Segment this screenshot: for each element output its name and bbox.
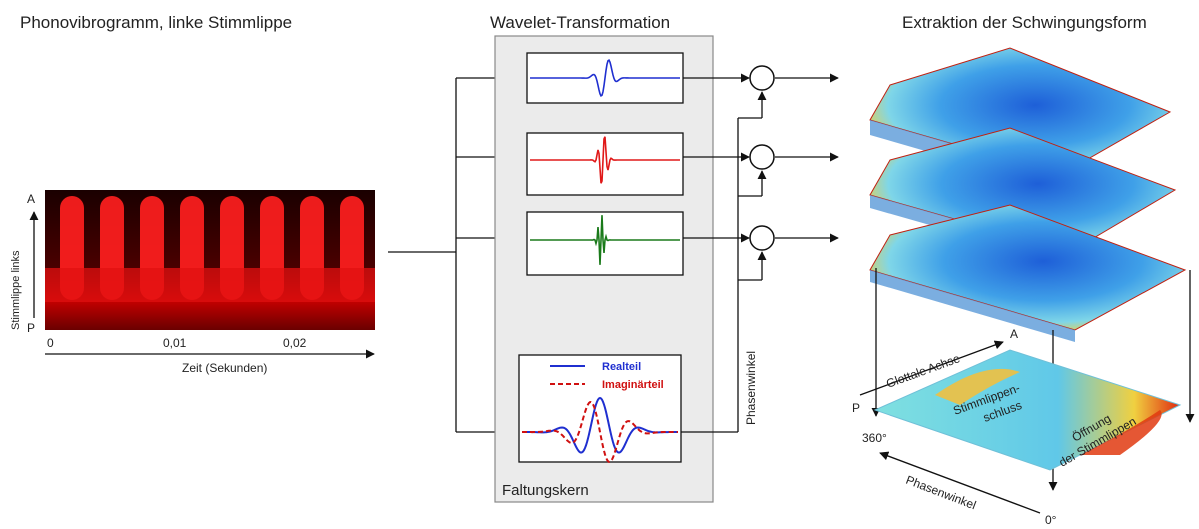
phonovibrogram-panel: A P Stimmlippe links 0 0,01 0,02 Zeit (S… <box>10 190 375 375</box>
kernel-imag-curve <box>521 401 679 463</box>
surface-stack <box>869 47 1187 342</box>
pvg-image <box>45 190 375 330</box>
pvg-x-tick-0: 0 <box>47 336 54 350</box>
deg-360: 360° <box>862 431 887 445</box>
pvg-lower-band <box>45 268 375 302</box>
pvg-y-bottom: P <box>27 321 35 335</box>
kernel-panel: Realteil Imaginärteil <box>518 354 682 463</box>
phase-axis-label: Phasenwinkel <box>904 473 978 513</box>
filter-1 <box>526 52 684 104</box>
phase-label: Phasenwinkel <box>744 351 758 425</box>
pvg-y-label: Stimmlippe links <box>10 250 22 330</box>
corner-A: A <box>1010 327 1018 341</box>
legend-real: Realteil <box>602 361 641 373</box>
surface-3 <box>869 204 1187 342</box>
multiplier-connectors <box>681 73 839 433</box>
multiplier-node-1 <box>749 65 775 91</box>
corner-P: P <box>852 401 860 415</box>
title-middle: Wavelet-Transformation <box>490 13 670 32</box>
kernel-real-curve <box>522 396 678 454</box>
title-right: Extraktion der Schwingungsform <box>902 13 1147 32</box>
legend-imag: Imaginärteil <box>602 379 664 391</box>
pvg-x-tick-2: 0,02 <box>283 336 307 350</box>
deg-0: 0° <box>1045 513 1057 527</box>
pvg-x-label: Zeit (Sekunden) <box>182 361 267 375</box>
filter-1-wavelet <box>530 58 680 98</box>
pvg-stripes <box>45 196 375 302</box>
title-left: Phonovibrogramm, linke Stimmlippe <box>20 13 292 32</box>
multiplier-node-3 <box>749 225 775 251</box>
kernel-box-label: Faltungskern <box>502 482 589 499</box>
filter-3 <box>526 211 684 276</box>
filter-3-wavelet <box>530 215 680 265</box>
filter-2-wavelet <box>530 136 680 184</box>
filter-2 <box>526 132 684 196</box>
pvg-y-top: A <box>27 192 35 206</box>
pvg-x-tick-1: 0,01 <box>163 336 187 350</box>
glottal-axis-arrow <box>859 340 1004 396</box>
multiplier-node-2 <box>749 144 775 170</box>
phase-axis-arrow <box>879 451 1041 514</box>
phase-map <box>873 349 1182 471</box>
